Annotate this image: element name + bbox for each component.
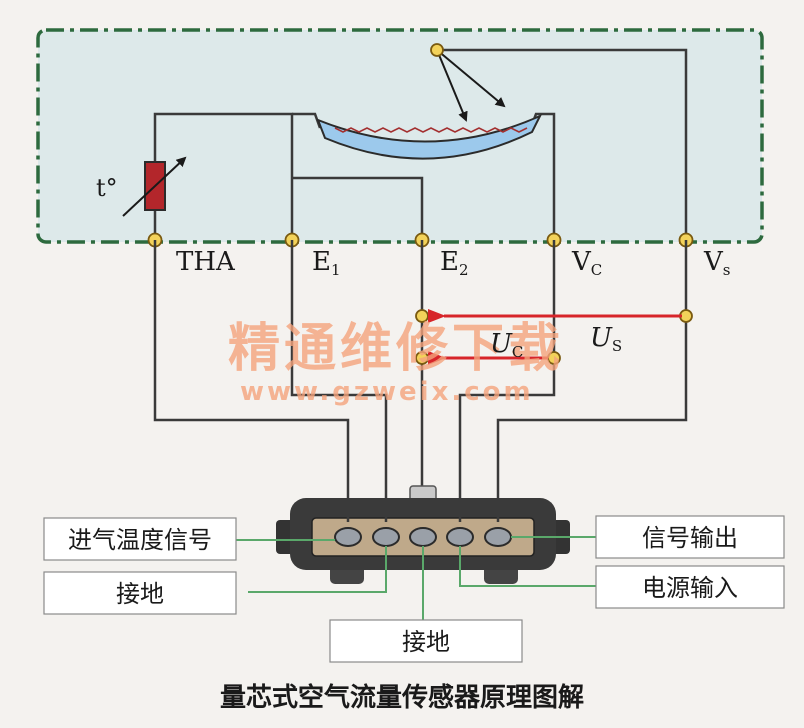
connector-pin-5 [484, 527, 512, 547]
label-ground-left: 接地 [43, 571, 237, 615]
label-ground-bottom-text: 接地 [402, 628, 450, 656]
connector-pin-3 [409, 527, 437, 547]
connector-pin-4 [446, 527, 474, 547]
terminal-label-vc: VC [571, 247, 602, 279]
terminal-label-tha: THA [176, 247, 236, 277]
terminal-label-e1: E1 [312, 247, 341, 279]
watermark-url: www.gzweix.com [240, 377, 534, 407]
hot-film-element [316, 113, 543, 160]
label-intake-temp-signal: 进气温度信号 [43, 517, 237, 561]
heat-arrow-right [436, 49, 506, 108]
label-signal-output-text: 信号输出 [642, 524, 738, 552]
label-power-input-text: 电源输入 [642, 574, 738, 602]
label-intake-temp-signal-text: 进气温度信号 [68, 526, 212, 554]
terminal-label-e2: E2 [440, 247, 469, 279]
thermistor-variable-arrow [122, 156, 187, 217]
diagram-caption: 量芯式空气流量传感器原理图解 [220, 682, 584, 713]
watermark-text: 精通维修下载 [228, 319, 564, 379]
callout-lines [236, 536, 596, 620]
thermistor-label: t° [96, 174, 118, 202]
voltage-label-us: US [590, 323, 622, 355]
label-ground-left-text: 接地 [116, 580, 164, 608]
heat-arrow-left [436, 49, 468, 122]
top-node [430, 43, 444, 57]
terminal-label-vs: Vs [703, 247, 730, 279]
label-signal-output: 信号输出 [595, 515, 785, 559]
connector-pin-1 [334, 527, 362, 547]
label-power-input: 电源输入 [595, 565, 785, 609]
voltage-label-uc: UC [490, 329, 523, 361]
connector-pin-2 [372, 527, 400, 547]
label-ground-bottom: 接地 [329, 619, 523, 663]
sensor-housing-box [36, 28, 764, 244]
